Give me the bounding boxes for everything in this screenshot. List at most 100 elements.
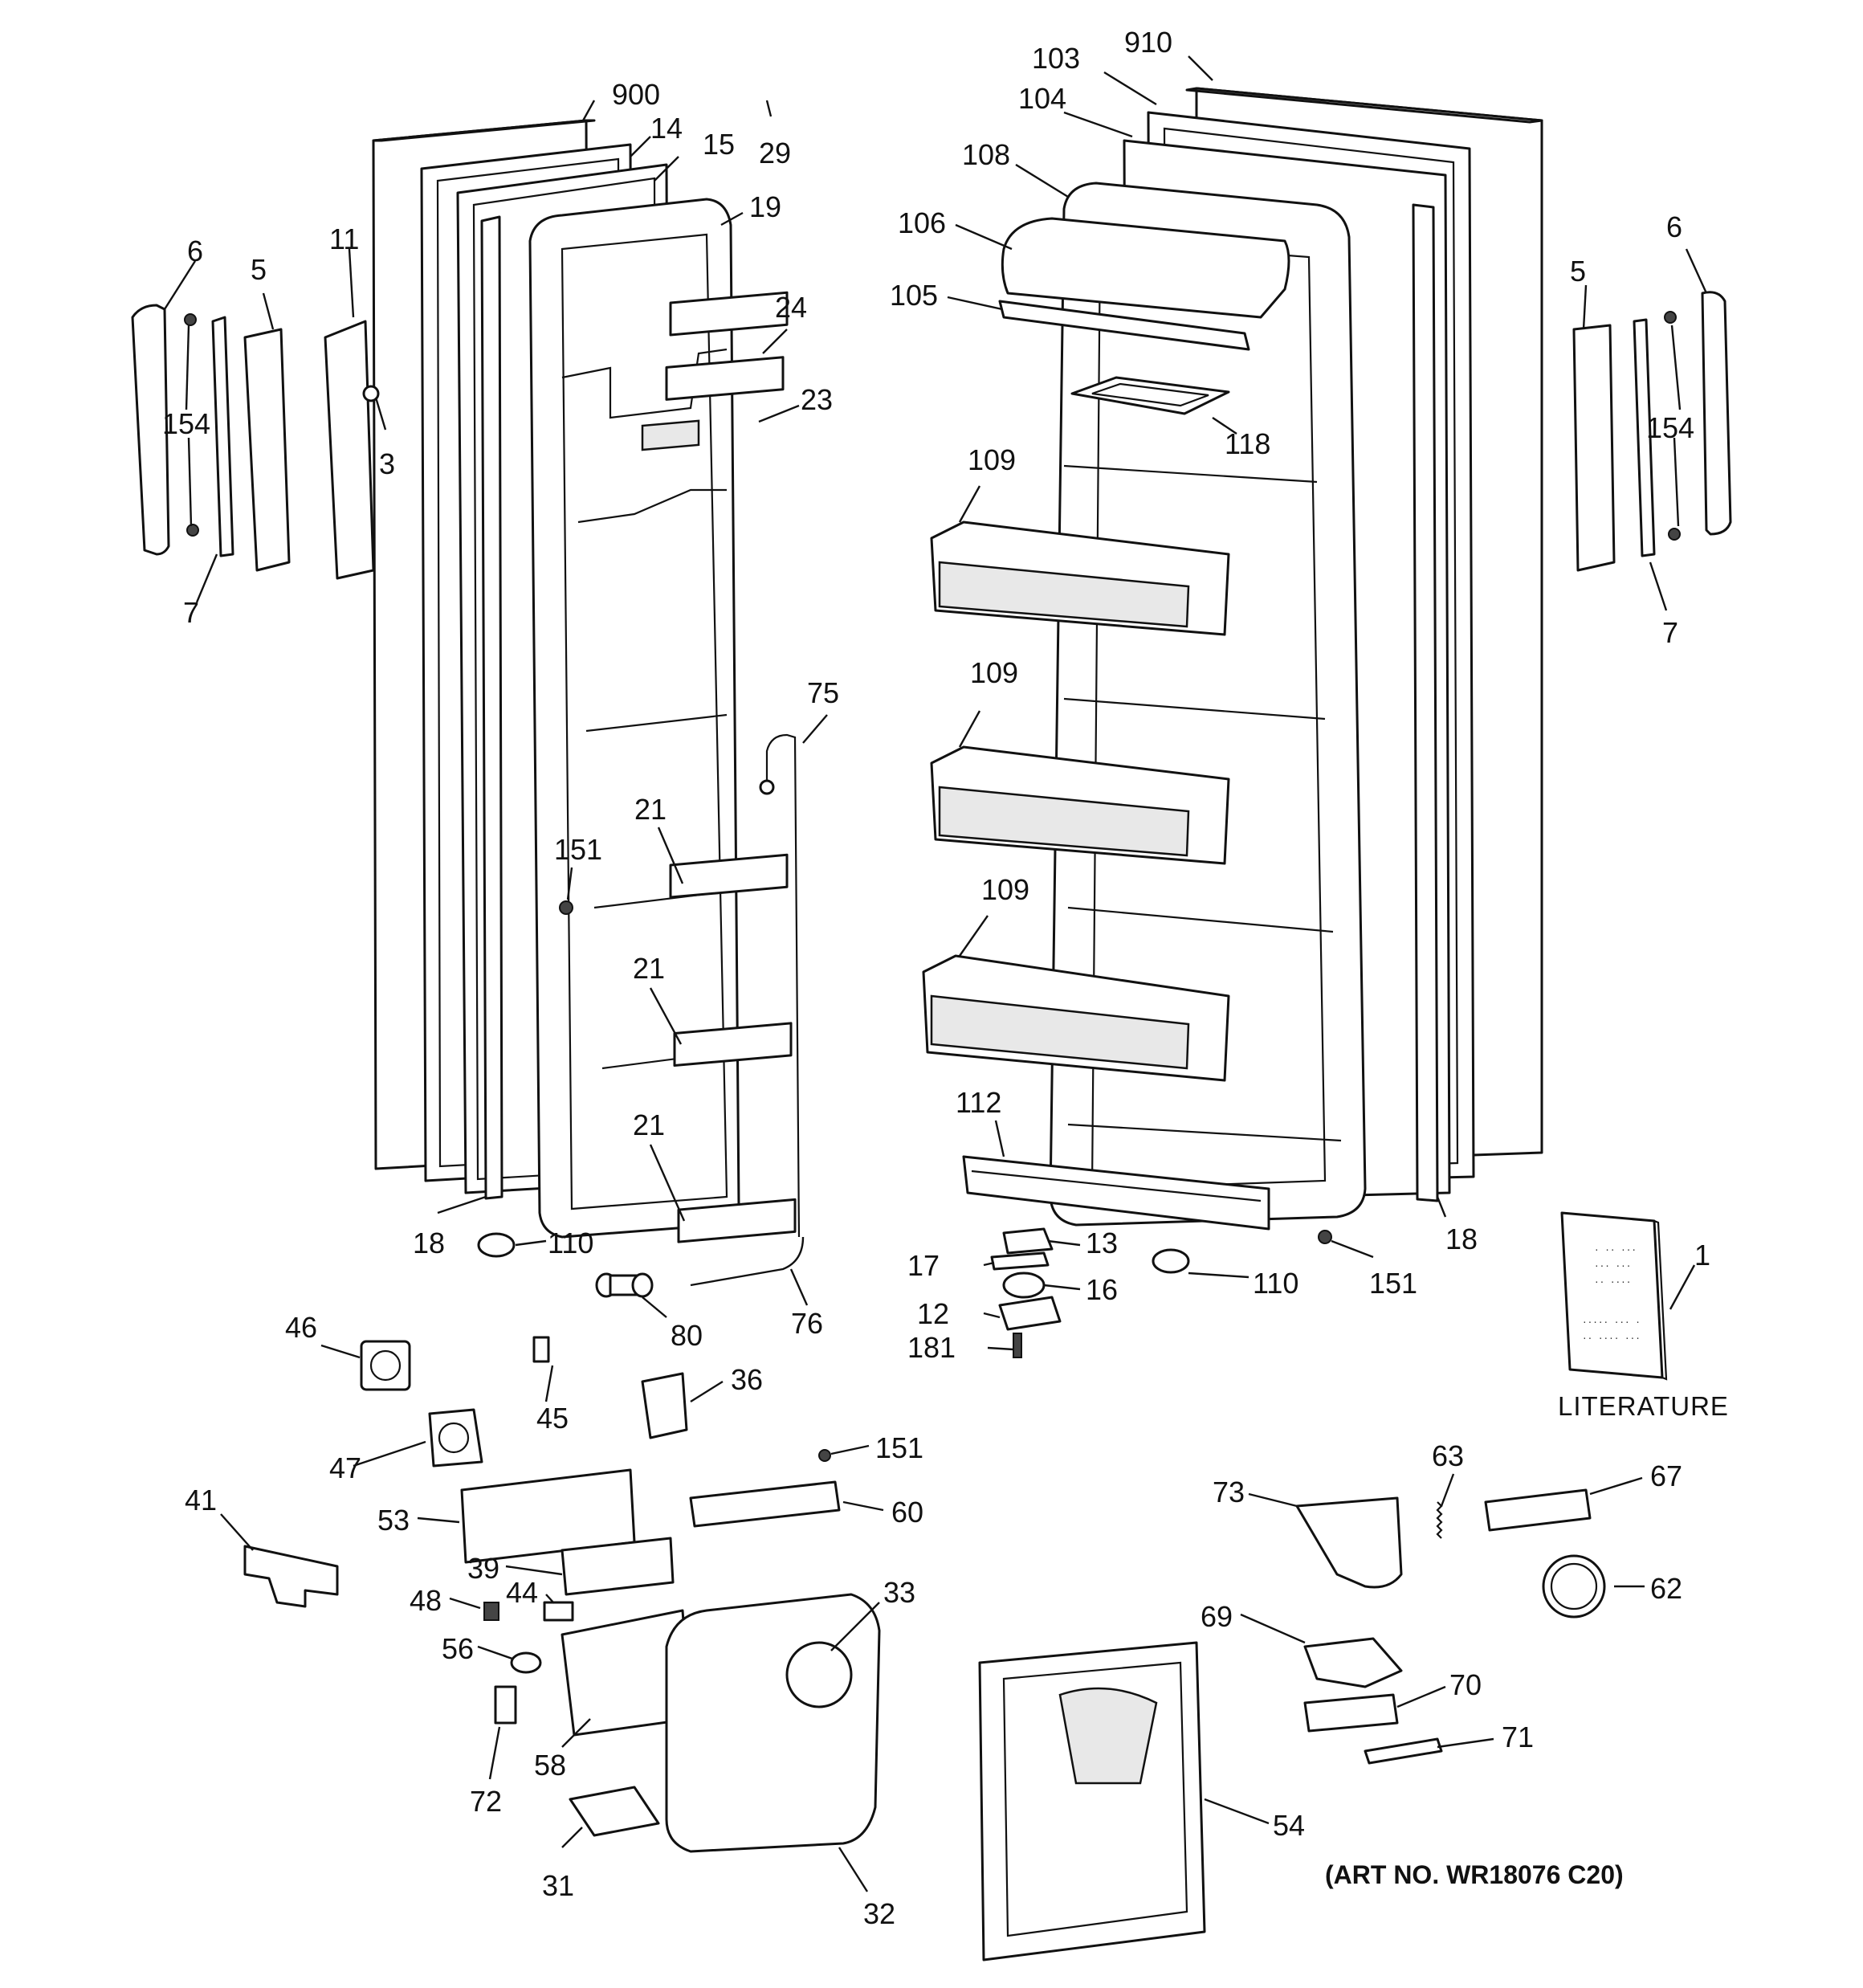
callout-105: 105 [890,279,938,312]
door-bin-24 [669,291,789,337]
callout-44: 44 [506,1576,538,1609]
callout-154-left: 154 [162,407,210,440]
callout-151-b: 151 [1369,1267,1417,1300]
callout-76: 76 [791,1307,823,1340]
literature-label: LITERATURE [1558,1391,1729,1421]
callout-1: 1 [1694,1239,1710,1272]
callout-110-right: 110 [1253,1267,1298,1300]
callout-5-right: 5 [1570,255,1586,288]
bracket-41 [243,1545,339,1608]
bar-60 [689,1480,841,1528]
circuit-board-39 [561,1537,675,1596]
handle-trim-7-left [211,316,234,557]
callout-41: 41 [185,1484,217,1517]
callout-21-b: 21 [633,952,665,985]
part-44 [543,1601,574,1622]
screw-181 [1013,1333,1022,1358]
callout-110-left: 110 [548,1227,593,1259]
handle-cap-6-right [1701,291,1732,536]
fitting-80 [595,1272,654,1298]
dairy-shelf-105 [998,300,1250,351]
callout-70: 70 [1449,1668,1482,1701]
callout-54: 54 [1273,1809,1305,1842]
callout-53: 53 [377,1504,410,1537]
callout-7-left: 7 [183,596,199,629]
callout-19: 19 [749,190,781,223]
callout-14: 14 [650,112,683,145]
callout-58: 58 [534,1749,566,1782]
fresh-food-door-liner [1049,182,1367,1227]
screw-154-left-top [184,313,197,326]
callout-56: 56 [442,1632,474,1665]
callout-48: 48 [410,1584,442,1617]
callout-109-a: 109 [968,443,1016,476]
screw-154-right-bottom [1668,528,1681,541]
callout-31: 31 [542,1869,574,1902]
callout-18-right: 18 [1445,1223,1478,1255]
part-48 [483,1602,499,1621]
callout-910: 910 [1124,26,1172,59]
callout-13: 13 [1086,1227,1118,1259]
callout-3: 3 [379,447,395,480]
handle-5-left [243,328,291,572]
callout-47: 47 [329,1451,361,1484]
callout-12: 12 [917,1297,949,1330]
callout-36: 36 [731,1363,763,1396]
svg-text:·· ···· ···: ·· ···· ··· [1582,1333,1641,1344]
callout-75: 75 [807,676,839,709]
screw-151-a [559,900,573,915]
callout-6-left: 6 [187,235,203,267]
callout-15: 15 [703,128,735,161]
door-bin-109-c [922,954,1230,1082]
callout-60: 60 [891,1496,923,1529]
door-bin-109-b [930,745,1230,865]
part-69 [1303,1637,1403,1688]
bracket-67 [1484,1488,1592,1532]
screw-151-c [818,1449,831,1462]
right-handle-assembly [1572,291,1732,572]
svg-text:·· ····: ·· ···· [1594,1277,1631,1288]
callout-labels: 900 14 15 29 19 11 6 5 154 3 7 24 23 75 … [162,26,1729,1930]
seal-ring-62 [1542,1554,1606,1619]
callout-23: 23 [801,383,833,416]
leader-lines [163,55,1708,1892]
cap-110-left [477,1232,516,1258]
callout-32: 32 [863,1897,895,1930]
callout-112: 112 [956,1086,1001,1119]
callout-103: 103 [1032,42,1080,75]
literature-booklet: · ·· ··· ··· ··· ·· ···· ····· ··· · ·· … [1560,1211,1668,1381]
part-71 [1364,1737,1443,1765]
callout-71: 71 [1502,1721,1534,1753]
door-bin-23 [665,356,785,401]
callout-33: 33 [883,1576,915,1609]
door-bin-109-a [930,520,1230,636]
callout-16: 16 [1086,1273,1118,1306]
callout-118: 118 [1225,427,1270,460]
switch-36 [641,1372,688,1439]
hinge-17 [990,1251,1050,1271]
freezer-door-assembly [372,119,797,1243]
callout-154-right: 154 [1646,411,1694,444]
freezer-breaker-strip-left [480,215,503,1200]
part-72 [494,1685,517,1725]
cap-110-right [1152,1248,1190,1274]
callout-39: 39 [467,1552,499,1585]
callout-151-c: 151 [875,1431,923,1464]
knob-46 [360,1340,411,1391]
callout-5-left: 5 [251,253,267,286]
callout-900: 900 [612,78,660,111]
callout-73: 73 [1213,1476,1245,1508]
art-number: (ART NO. WR18076 C20) [1325,1860,1624,1889]
callout-45: 45 [536,1402,569,1435]
dispenser-parts [243,1336,1606,1961]
callout-67: 67 [1650,1459,1682,1492]
callout-18-left: 18 [413,1227,445,1259]
water-tube-75 [765,733,801,1238]
callout-109-c: 109 [981,873,1029,906]
callout-104: 104 [1018,82,1066,115]
fresh-food-door-assembly [922,87,1543,1231]
svg-text:····· ··· ·: ····· ··· · [1582,1317,1641,1328]
left-handle-assembly [131,304,380,580]
screw-151-b [1318,1230,1332,1244]
